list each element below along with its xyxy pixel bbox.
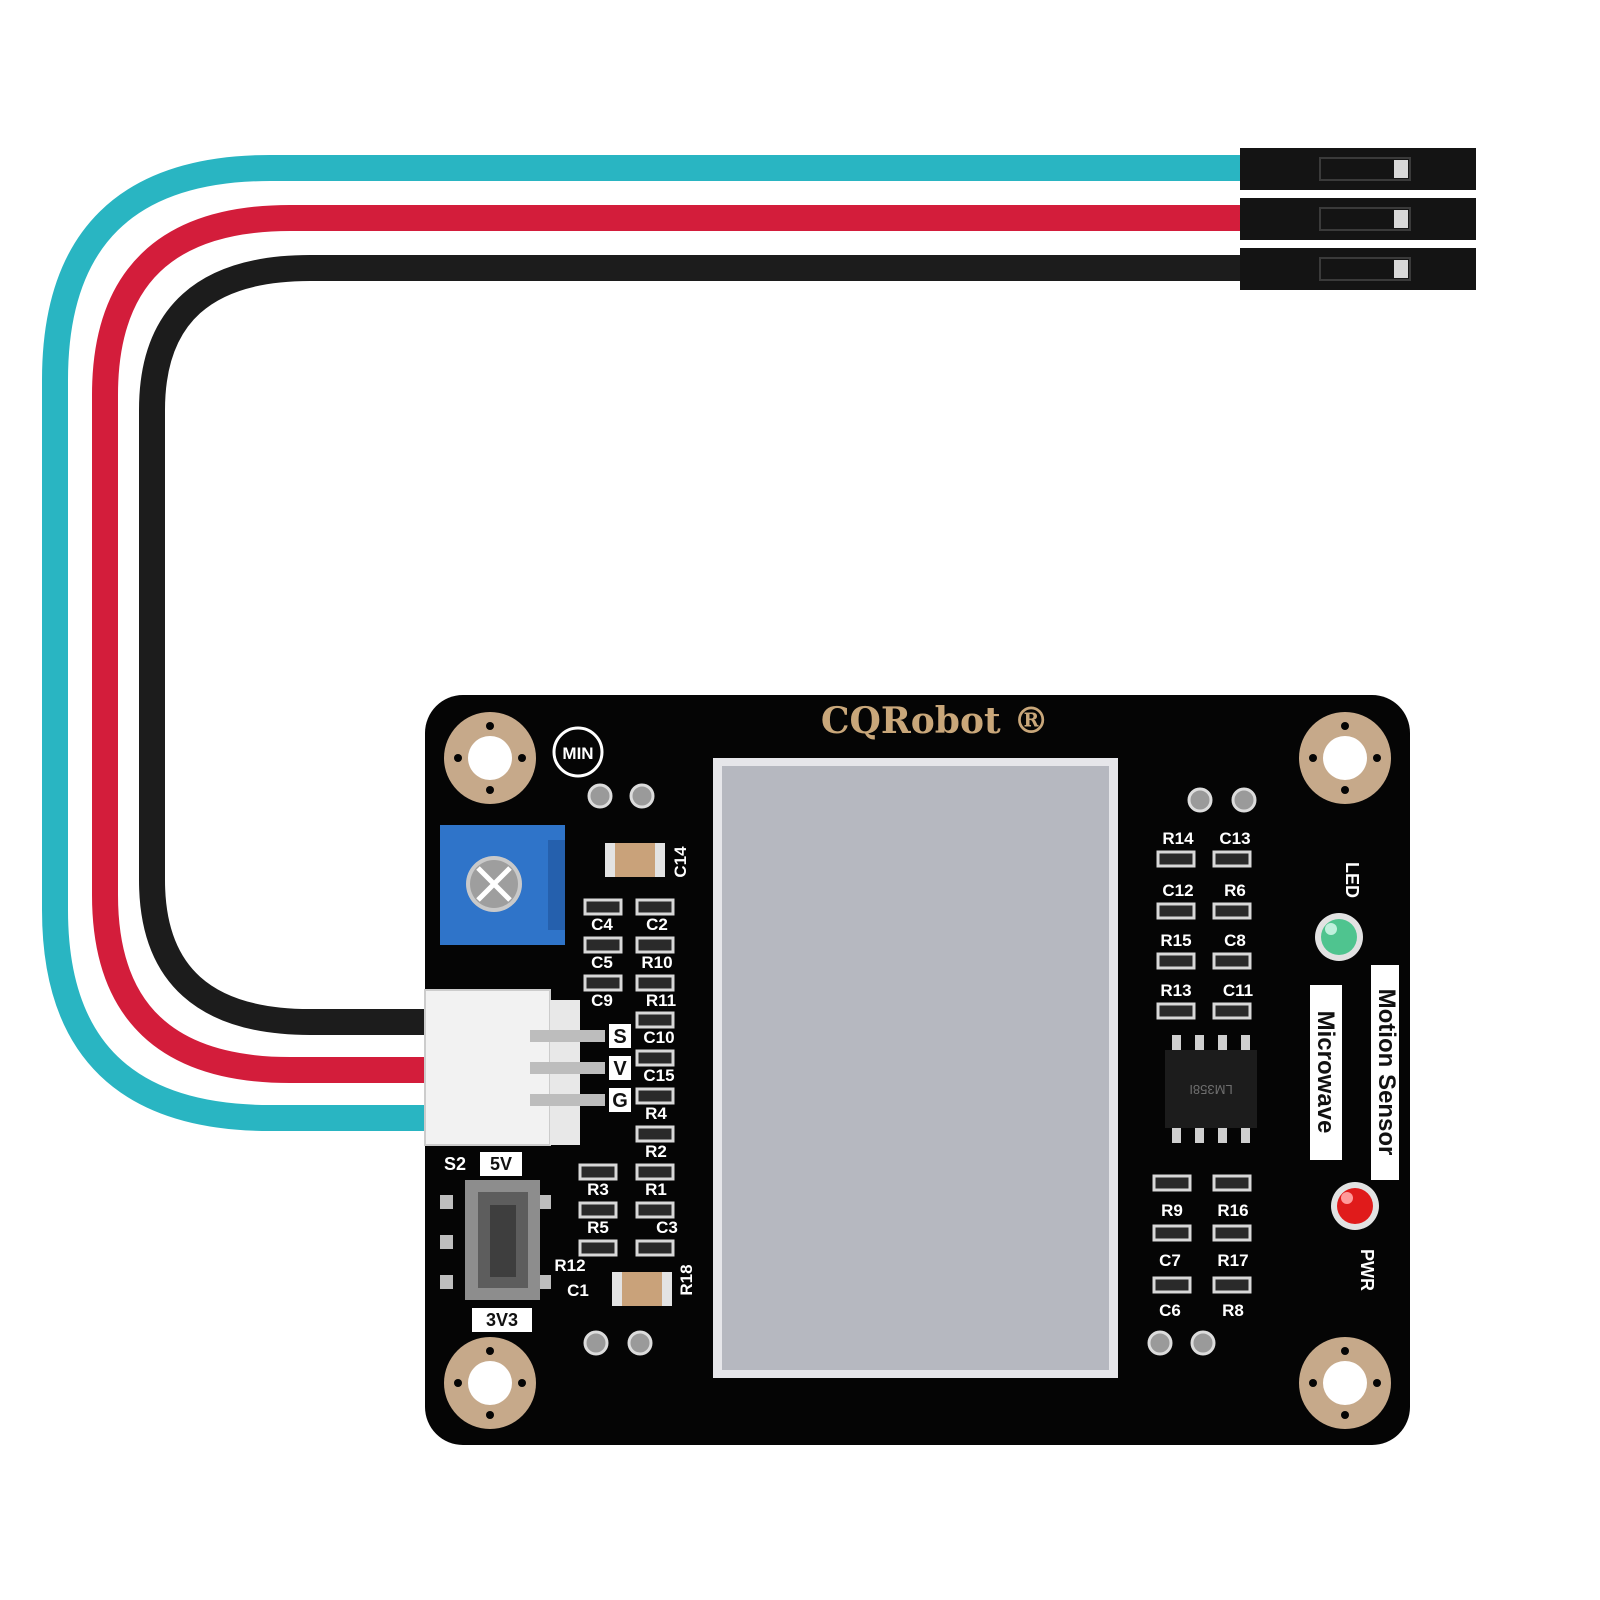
component-label: C9 — [591, 991, 613, 1010]
potentiometer[interactable] — [440, 825, 565, 945]
component-label: R15 — [1160, 931, 1191, 950]
min-indicator: MIN — [552, 726, 604, 778]
component-label: C13 — [1219, 829, 1250, 848]
component-label: R17 — [1217, 1251, 1248, 1270]
component-label: R16 — [1217, 1201, 1248, 1220]
capacitor-c14 — [605, 843, 665, 877]
ic-marking: LM358I — [1189, 1082, 1232, 1097]
component-label: C5 — [591, 953, 613, 972]
component-label: C8 — [1224, 931, 1246, 950]
power-wire — [92, 205, 1240, 1083]
title-motion-sensor: Motion Sensor — [1373, 989, 1400, 1156]
component-label: C14 — [671, 846, 690, 878]
mounting-holes — [444, 712, 1391, 1429]
product-title: Motion Sensor Microwave — [1310, 965, 1400, 1180]
component-label: C11 — [1223, 981, 1253, 1000]
component-label: C2 — [646, 915, 668, 934]
mounting-hole-bottom-right — [1299, 1337, 1391, 1429]
min-label: MIN — [562, 744, 593, 763]
component-label: C1 — [567, 1281, 589, 1300]
dupont-connectors — [1240, 148, 1476, 290]
pwr-label: PWR — [1357, 1249, 1377, 1291]
pin-label-v: V — [613, 1058, 627, 1080]
component-label: R11 — [646, 991, 676, 1010]
component-label: R2 — [645, 1142, 667, 1161]
component-labels-left: C14 C4 C2 C5 R10 C9 R11 C10 C15 R4 R2 R3… — [554, 846, 696, 1300]
component-label: R12 — [554, 1256, 585, 1275]
component-label: C7 — [1159, 1251, 1181, 1270]
dupont-connector-power — [1240, 198, 1476, 240]
led-label: LED — [1342, 862, 1362, 898]
mounting-hole-top-right — [1299, 712, 1391, 804]
mounting-hole-top-left — [444, 712, 536, 804]
component-labels-right: R14 C13 C12 R6 R15 C8 R13 C11 R9 R16 C7 … — [1159, 829, 1253, 1320]
brand-logo: CQRobot ® — [821, 700, 1049, 742]
voltage-5v-label: 5V — [490, 1154, 512, 1174]
signal-wire — [42, 155, 1240, 1131]
component-label: R6 — [1224, 881, 1246, 900]
component-label: R10 — [641, 953, 672, 972]
component-label: C15 — [643, 1066, 674, 1085]
power-led-red — [1331, 1182, 1379, 1230]
vias — [583, 783, 1257, 1356]
component-label: R1 — [645, 1180, 667, 1199]
smd-parts-right — [1152, 850, 1252, 1294]
component-label: R18 — [677, 1264, 696, 1295]
component-label: C10 — [643, 1028, 674, 1047]
component-label: R13 — [1160, 981, 1191, 1000]
component-label: R14 — [1162, 829, 1194, 848]
mounting-hole-bottom-left — [444, 1337, 536, 1429]
component-label: R4 — [645, 1104, 667, 1123]
rotate-arrow-icon — [552, 726, 604, 778]
wire-bundle — [42, 155, 1240, 1131]
ic-chip: LM358I — [1165, 1035, 1257, 1143]
pin-label-g: G — [612, 1090, 628, 1112]
component-label: R5 — [587, 1218, 609, 1237]
dupont-connector-ground — [1240, 248, 1476, 290]
ground-wire — [139, 255, 1240, 1035]
pin-labels: S V G — [609, 1024, 631, 1112]
component-label: R3 — [587, 1180, 609, 1199]
component-label: R9 — [1161, 1201, 1183, 1220]
status-led-green — [1315, 913, 1363, 961]
smd-parts-left — [578, 898, 675, 1257]
capacitor-c1 — [612, 1272, 672, 1306]
component-label: R8 — [1222, 1301, 1244, 1320]
jst-connector — [424, 989, 605, 1146]
component-label: C12 — [1162, 881, 1193, 900]
switch-label: S2 — [444, 1154, 466, 1174]
title-microwave: Microwave — [1312, 1011, 1339, 1134]
component-label: C6 — [1159, 1301, 1181, 1320]
adjust-screw-icon — [476, 866, 512, 902]
microwave-antenna — [713, 758, 1118, 1378]
component-label: C4 — [591, 915, 613, 934]
voltage-switch[interactable]: S2 5V 3V3 — [440, 1152, 551, 1332]
voltage-3v3-label: 3V3 — [486, 1310, 518, 1330]
component-label: C3 — [656, 1218, 678, 1237]
pin-label-s: S — [613, 1026, 626, 1048]
dupont-connector-signal — [1240, 148, 1476, 190]
